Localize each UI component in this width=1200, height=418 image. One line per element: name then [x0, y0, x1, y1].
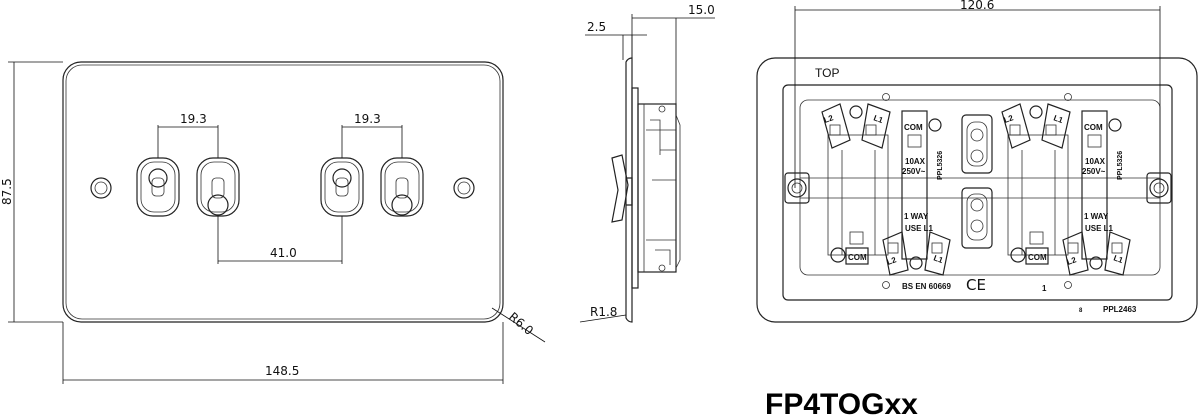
plate-code: PPL2463 — [1103, 305, 1137, 314]
center-locator-top — [961, 114, 993, 174]
mounting-frame — [782, 84, 1173, 301]
svg-text:L1: L1 — [1112, 253, 1124, 265]
svg-text:148.5: 148.5 — [265, 364, 299, 378]
terminal-block-upper: L2 L1 — [821, 103, 891, 149]
svg-text:10AX: 10AX — [1085, 157, 1106, 166]
screw-right-icon — [453, 177, 475, 199]
small-mark: 8 — [1079, 308, 1083, 314]
svg-text:PPL5326: PPL5326 — [1117, 151, 1124, 180]
svg-text:COM: COM — [1084, 123, 1103, 132]
svg-text:41.0: 41.0 — [270, 246, 297, 260]
rear-view: 120.6 TOP — [756, 0, 1198, 323]
svg-text:L1: L1 — [1052, 113, 1064, 125]
svg-text:L2: L2 — [1066, 255, 1078, 267]
svg-text:COM: COM — [904, 123, 923, 132]
dimension-width: 148.5 — [62, 322, 504, 384]
center-locator-bottom — [961, 187, 993, 249]
dimension-height: 87.5 — [0, 61, 63, 323]
svg-text:87.5: 87.5 — [0, 178, 14, 205]
rear-plate — [756, 57, 1198, 323]
dimension-toggle-pitch-right: 19.3 — [341, 112, 403, 158]
side-plate — [625, 57, 633, 323]
svg-text:10AX: 10AX — [905, 157, 926, 166]
svg-text:COM: COM — [848, 253, 867, 262]
svg-text:1 WAY: 1 WAY — [904, 212, 929, 221]
svg-text:USE L1: USE L1 — [1085, 224, 1114, 233]
dimension-depth: 15.0 — [631, 3, 715, 104]
svg-text:COM: COM — [1028, 253, 1047, 262]
switch-module: L2 L1 COM 10AX 250V~ PPL5326 1 WAY USE L… — [821, 103, 951, 276]
screw-left-icon — [90, 177, 112, 199]
svg-text:250V~: 250V~ — [902, 167, 926, 176]
top-label: TOP — [815, 66, 839, 80]
dimension-plate-thickness: 2.5 — [585, 20, 647, 60]
svg-text:USE L1: USE L1 — [905, 224, 934, 233]
fixing-lug-left — [784, 172, 810, 204]
standard-label: BS EN 60669 — [902, 282, 951, 291]
mould-number: 1 — [1042, 284, 1047, 293]
ce-mark: CE — [966, 276, 986, 294]
svg-text:19.3: 19.3 — [180, 112, 207, 126]
svg-text:L2: L2 — [823, 113, 835, 125]
toggle-4-down — [380, 157, 424, 217]
front-plate — [62, 61, 504, 323]
svg-text:L1: L1 — [932, 253, 944, 265]
fixing-lug-right — [1146, 172, 1172, 204]
svg-text:PPL5326: PPL5326 — [937, 151, 944, 180]
dimension-fixing-centres: 120.6 — [794, 0, 1161, 188]
terminal-block-lower: L2 L1 — [1062, 231, 1131, 276]
front-view: 19.3 19.3 41.0 87.5 148.5 R6.0 — [0, 61, 546, 384]
svg-text:120.6: 120.6 — [960, 0, 994, 12]
dimension-corner-radius: R6.0 — [491, 307, 546, 343]
product-code: FP4TOGxx — [765, 388, 918, 418]
terminal-block-upper: L2 L1 — [1001, 103, 1071, 149]
svg-text:19.3: 19.3 — [354, 112, 381, 126]
svg-text:L1: L1 — [872, 113, 884, 125]
dimension-toggle-pitch-left: 19.3 — [157, 112, 219, 158]
dimension-gang-spacing: 41.0 — [217, 216, 343, 264]
side-toggle-rocker — [611, 154, 629, 223]
svg-text:250V~: 250V~ — [1082, 167, 1106, 176]
switch-module-2: L2 L1 COM 10AX 250V~ PPL5326 1 WAY USE L… — [1001, 103, 1131, 276]
svg-text:15.0: 15.0 — [688, 3, 715, 17]
dimension-edge-radius: R1.8 — [579, 305, 627, 323]
toggle-3-up — [320, 157, 364, 217]
svg-text:2.5: 2.5 — [587, 20, 606, 34]
svg-text:L2: L2 — [886, 255, 898, 267]
svg-text:1 WAY: 1 WAY — [1084, 212, 1109, 221]
side-view: 2.5 15.0 R1.8 — [579, 3, 715, 323]
terminal-block-lower: L2 L1 — [882, 231, 951, 276]
svg-text:L2: L2 — [1003, 113, 1015, 125]
toggle-1-up — [136, 157, 180, 217]
toggle-2-down — [196, 157, 240, 217]
svg-text:R1.8: R1.8 — [590, 305, 617, 319]
